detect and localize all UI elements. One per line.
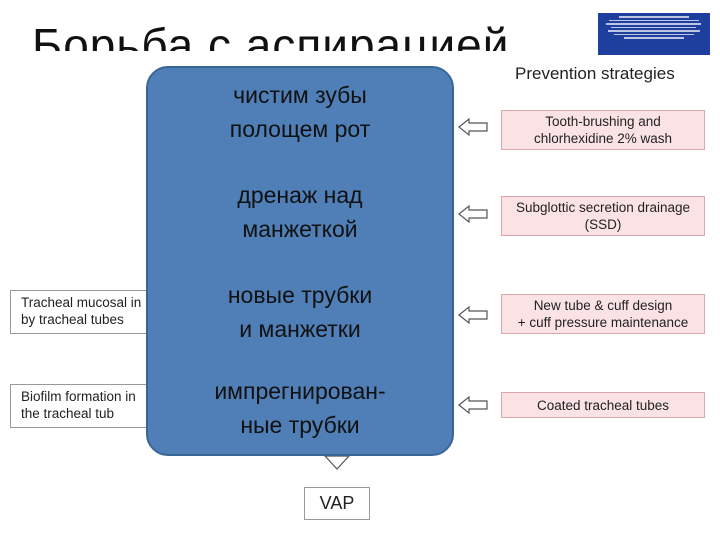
vap-box: VAP: [304, 487, 370, 520]
prevention-strategies-heading: Prevention strategies: [515, 64, 675, 83]
mechanism-box-biofilm: Biofilm formation in the tracheal tub: [10, 384, 170, 428]
strategy-box-tube-cuff: New tube & cuff design + cuff pressure m…: [501, 294, 705, 334]
overlay-item-drainage: дренаж над манжеткой: [237, 182, 363, 242]
left-arrow-icon: [458, 306, 488, 324]
overlay-item-new-tubes: новые трубки и манжетки: [227, 282, 373, 342]
overlay-item-tooth: чистим зубы полощем рот: [229, 82, 371, 142]
left-arrow-icon: [458, 396, 488, 414]
strategy-box-tooth-brushing: Tooth-brushing and chlorhexidine 2% wash: [501, 110, 705, 150]
overlay-panel: чистим зубы полощем рот дренаж над манже…: [146, 66, 454, 456]
overlay-item-coated-tubes: импрегнирован- ные трубки: [214, 378, 386, 438]
paper-thumbnail: [598, 13, 710, 55]
left-arrow-icon: [458, 118, 488, 136]
strategy-box-coated-tubes: Coated tracheal tubes: [501, 392, 705, 418]
strategy-box-ssd: Subglottic secretion drainage (SSD): [501, 196, 705, 236]
left-arrow-icon: [458, 205, 488, 223]
slide-title: Борьба с аспирацией: [32, 19, 510, 71]
mechanism-box-mucosal-injury: Tracheal mucosal in by tracheal tubes: [10, 290, 170, 334]
down-arrow-icon: [324, 455, 350, 470]
